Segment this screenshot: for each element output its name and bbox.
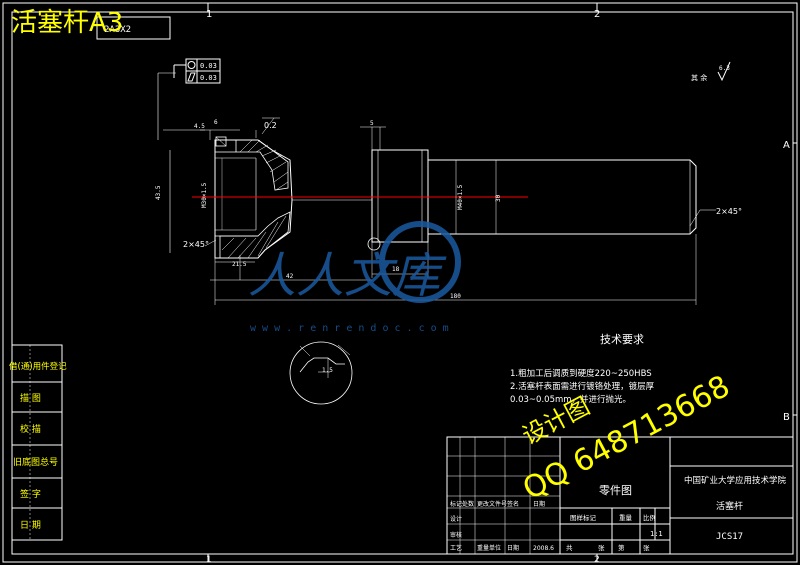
- watermark: 人人文库 w w w . r e n r e n d o c . c o m: [248, 221, 461, 334]
- tb-label-10: 图样标记: [570, 513, 597, 522]
- tb-label-14: 张: [598, 543, 605, 552]
- left-col-label-0: 借(通)用件登记: [9, 361, 67, 372]
- zone-number-bottom-2: 2: [594, 555, 600, 565]
- title-block: 零件图 中国矿业大学应用技术学院 活塞杆 JCS17 1:1 标记 处数 更改文…: [446, 436, 794, 555]
- zone-number-top-1: 1: [206, 9, 212, 20]
- tb-label-17: 重量单位: [477, 544, 501, 552]
- tb-label-15: 第: [618, 543, 625, 552]
- zone-number-top-2: 2: [594, 9, 600, 20]
- dim-text-0: M30×1.5: [201, 182, 208, 208]
- zone-letter-a: A: [783, 140, 790, 151]
- tb-label-0: 标记: [450, 500, 462, 508]
- tech-req-item-1: 2.活塞杆表面需进行镀铬处理，镀层厚: [510, 381, 655, 392]
- tolerance-value-1: 0.03: [200, 62, 217, 70]
- part-type-label: 零件图: [599, 484, 632, 497]
- drawing-frame: [11, 11, 794, 555]
- dim-text-9: 4.5: [194, 123, 205, 130]
- tech-req-item-2: 0.03~0.05mm，并进行抛光。: [510, 394, 631, 405]
- tech-req-title: 技术要求: [600, 333, 644, 346]
- tb-label-1: 处数: [462, 500, 474, 508]
- piston-rod-drawing: M30×1.5 M40×1.5 30 5 6 43.5 18 21.5 180 …: [155, 72, 742, 305]
- tb-label-16: 张: [643, 543, 650, 552]
- tolerance-frame: 0.03 0.03: [173, 58, 221, 84]
- dim-text-2: 30: [495, 194, 502, 202]
- tolerance-value-2: 0.03: [200, 74, 217, 82]
- dim-text-3: 5: [370, 120, 374, 127]
- tb-label-2: 更改文件号: [477, 500, 507, 508]
- tb-label-13: 共: [566, 543, 573, 552]
- roughness-value: 6.3: [719, 65, 730, 72]
- file-title: 活塞杆A3: [11, 8, 123, 38]
- tb-label-4: 日期: [533, 500, 545, 508]
- left-col-label-1: 描 图: [20, 392, 41, 404]
- roughness-note-text: 其 余: [691, 73, 707, 82]
- tb-label-8: 日期: [507, 544, 519, 552]
- part-name: 活塞杆: [716, 500, 743, 512]
- roughness-note: 其 余 6.3: [691, 61, 731, 82]
- detail-view: 1.5: [289, 341, 353, 405]
- drawing-code-box: [96, 16, 171, 40]
- tb-label-11: 重量: [619, 514, 633, 522]
- drawing-code-text: 2A3X2: [104, 25, 131, 35]
- tech-req-item-0: 1.粗加工后调质到硬度220~250HBS: [510, 368, 652, 379]
- chamfer-label-right: 2×45°: [716, 207, 742, 216]
- tb-label-7: 工艺: [450, 544, 462, 552]
- zone-number-bottom-1: 1: [206, 555, 212, 565]
- tb-label-12: 比例: [643, 513, 656, 522]
- left-col-label-5: 日 期: [20, 520, 41, 531]
- left-col-label-4: 签 字: [20, 488, 41, 500]
- dim-text-1: M40×1.5: [457, 184, 464, 210]
- chamfer-label-left: 2×45°: [183, 240, 209, 249]
- tb-label-5: 设计: [450, 515, 462, 523]
- drawing-number: JCS17: [716, 532, 743, 542]
- tb-label-6: 审核: [450, 531, 462, 539]
- dim-text-4: 6: [214, 119, 218, 126]
- tb-label-3: 签名: [507, 500, 519, 508]
- surface-label: 0.2: [264, 121, 277, 130]
- school-name: 中国矿业大学应用技术学院: [684, 475, 787, 486]
- detail-dim: 1.5: [322, 367, 333, 374]
- left-col-label-2: 校 描: [20, 423, 41, 435]
- dim-text-8: 180: [450, 293, 461, 300]
- left-registration-column: 借(通)用件登记 描 图 校 描 旧底图总号 签 字 日 期: [9, 344, 67, 541]
- technical-requirements: 技术要求 1.粗加工后调质到硬度220~250HBS 2.活塞杆表面需进行镀铬处…: [510, 333, 655, 405]
- dim-text-7: 21.5: [232, 261, 247, 268]
- dim-text-10: 42: [286, 273, 294, 280]
- scale-value: 1:1: [650, 530, 663, 538]
- dim-text-5: 43.5: [155, 185, 162, 200]
- tb-label-9: 2008.6: [533, 545, 554, 552]
- zone-letter-b: B: [783, 412, 790, 423]
- left-col-label-3: 旧底图总号: [13, 456, 58, 468]
- dim-text-6: 18: [392, 266, 400, 273]
- watermark-url: w w w . r e n r e n d o c . c o m: [250, 323, 449, 334]
- watermark-text: 人人文库: [248, 248, 447, 304]
